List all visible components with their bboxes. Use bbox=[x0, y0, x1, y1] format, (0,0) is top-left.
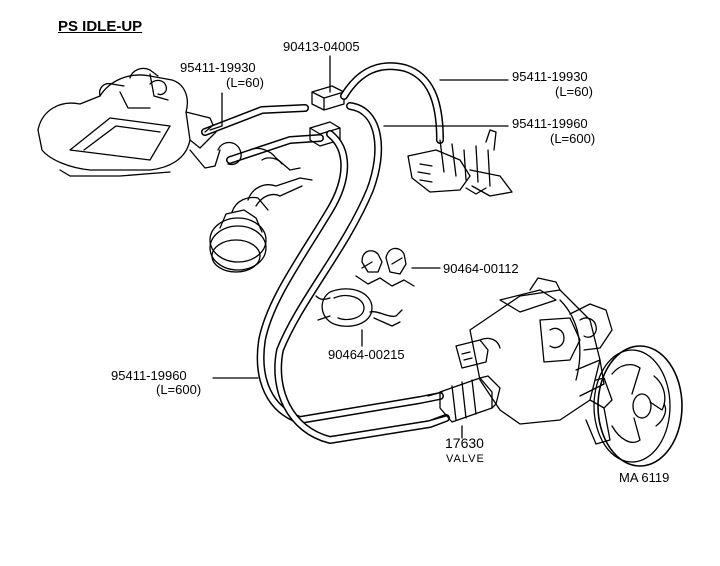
upper-right-hose-drawing bbox=[340, 62, 444, 144]
part-number-label: 90413-04005 bbox=[283, 39, 360, 54]
figure-code: MA 6119 bbox=[619, 470, 670, 485]
part-number-label: 90464-00112 bbox=[443, 261, 519, 276]
part-name-label: VALVE bbox=[446, 453, 485, 465]
leader-lines bbox=[209, 55, 509, 439]
part-length-label: (L=600) bbox=[550, 131, 596, 146]
part-length-label: (L=60) bbox=[226, 75, 264, 90]
clip-ring-drawing bbox=[315, 288, 403, 327]
throttle-body-drawing bbox=[37, 67, 221, 177]
part-number-label: 95411-19930 bbox=[512, 69, 588, 84]
part-number-label: 95411-19930 bbox=[180, 60, 256, 75]
valve-drawing bbox=[427, 375, 501, 423]
diagram-title: PS IDLE-UP bbox=[58, 18, 143, 35]
part-number-label: 17630 bbox=[445, 435, 484, 451]
ps-pump-drawing bbox=[455, 277, 683, 467]
linkage-drawing bbox=[407, 129, 513, 197]
part-number-label: 90464-00215 bbox=[328, 347, 405, 362]
clip-small-drawing bbox=[355, 247, 415, 287]
part-number-label: 95411-19960 bbox=[111, 368, 187, 383]
diaphragm-drawing bbox=[209, 177, 313, 273]
part-number-label: 95411-19960 bbox=[512, 116, 588, 131]
part-length-label: (L=600) bbox=[156, 382, 202, 397]
long-hoses-drawing bbox=[256, 102, 450, 444]
part-length-label: (L=60) bbox=[555, 84, 593, 99]
